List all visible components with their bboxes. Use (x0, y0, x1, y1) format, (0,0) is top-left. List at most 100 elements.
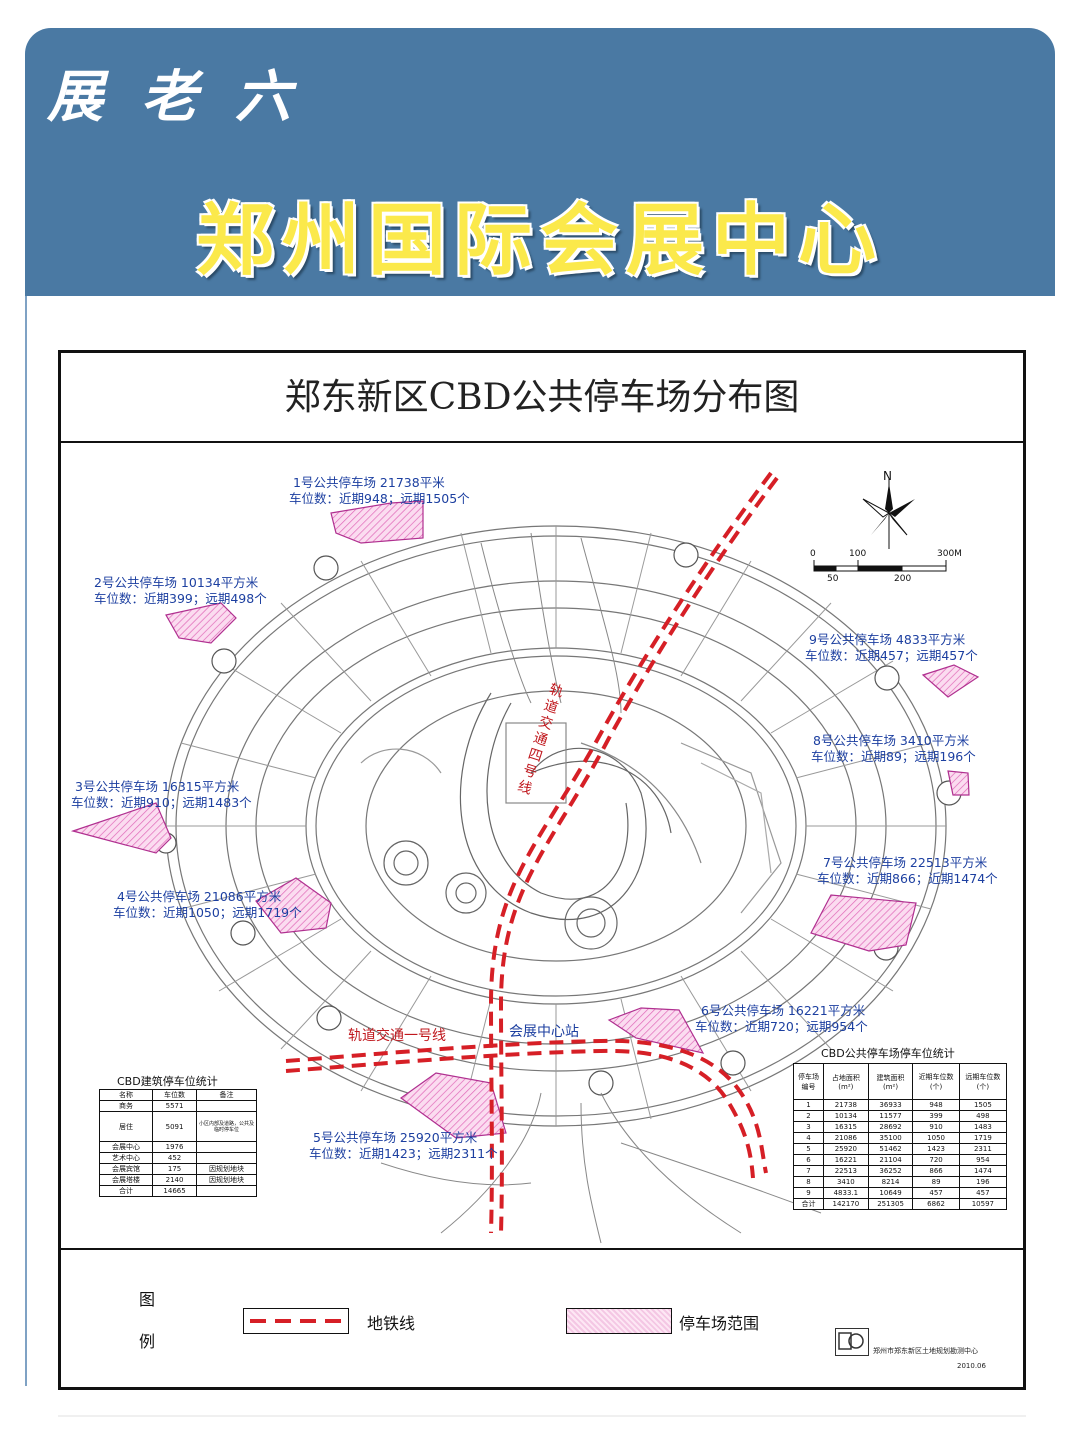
table-cell: 6 (793, 1154, 824, 1166)
parking-2-name: 2号公共停车场 10134平方米 (94, 575, 259, 590)
building-table: 名称 车位数 备注 商务 5571 居住 5091 小区内部及道路，公共及临时停… (98, 1089, 257, 1197)
parking-6-name: 6号公共停车场 16221平方米 (701, 1003, 866, 1018)
table-row: 商务 5571 (98, 1100, 257, 1112)
parking-5-label: 5号公共停车场 25920平方米 车位数：近期1423；远期2311个 (309, 1130, 498, 1162)
table-cell (196, 1100, 257, 1112)
table-cell: 498 (958, 1110, 1008, 1122)
scale-50: 50 (827, 574, 839, 584)
parking-8-name: 8号公共停车场 3410平方米 (813, 733, 970, 748)
table-cell: 2140 (152, 1174, 197, 1186)
table-cell: 720 (912, 1154, 960, 1166)
parking-7-spaces: 车位数：近期866；近期1474个 (817, 871, 998, 886)
compass-icon (862, 479, 915, 549)
table-header: 停车场编号 占地面积(m²) 建筑面积(m²) 近期车位数(个) 远期车位数(个… (793, 1063, 1008, 1100)
intersections (155, 542, 962, 1096)
table-cell: 3410 (823, 1176, 869, 1188)
table-cell: 会展宾馆 (98, 1163, 154, 1175)
table-cell (196, 1141, 257, 1153)
metro-legend-swatch (243, 1308, 349, 1334)
legend-head-2: 例 (139, 1332, 156, 1351)
parking-3-spaces: 车位数：近期910；远期1483个 (71, 795, 252, 810)
parking-7-label: 7号公共停车场 22513平方米 车位数：近期866；近期1474个 (817, 855, 998, 887)
table-cell: 954 (958, 1154, 1008, 1166)
parking-7 (810, 894, 917, 952)
table-cell: 1474 (958, 1165, 1008, 1177)
table-cell: 251305 (867, 1198, 914, 1210)
table-cell: 14665 (152, 1185, 197, 1197)
table-cell: 36933 (867, 1099, 914, 1111)
table-cell: 36252 (867, 1165, 914, 1177)
parking-1 (330, 500, 424, 544)
table-cell: 866 (912, 1165, 960, 1177)
table-cell: 3 (793, 1121, 824, 1133)
north-label: N (883, 469, 892, 483)
parking-5 (399, 1072, 507, 1139)
table-cell: 16315 (823, 1121, 869, 1133)
parking-1-name: 1号公共停车场 21738平米 (293, 475, 445, 490)
table-cell: 21738 (823, 1099, 869, 1111)
table-cell: 399 (912, 1110, 960, 1122)
table-cell: 8 (793, 1176, 824, 1188)
parking-9 (921, 664, 980, 698)
parking-2-label: 2号公共停车场 10134平方米 车位数：近期399；远期498个 (94, 575, 267, 607)
table-cell: 5571 (152, 1100, 197, 1112)
table-cell: 4833.1 (823, 1187, 869, 1199)
metro-line-1 (285, 1038, 768, 1179)
parking-6-spaces: 车位数：近期720；远期954个 (695, 1019, 868, 1034)
table-cell: 1976 (152, 1141, 197, 1153)
side-divider (25, 296, 27, 1386)
map-svg (70, 471, 980, 1244)
table-cell: 196 (958, 1176, 1008, 1188)
table-cell: 8214 (867, 1176, 914, 1188)
table-cell: 1719 (958, 1132, 1008, 1144)
parking-3-label: 3号公共停车场 16315平方米 车位数：近期910；远期1483个 (71, 779, 252, 811)
table-header: 名称 车位数 备注 (98, 1089, 257, 1101)
table-cell: 51462 (867, 1143, 914, 1155)
parking-legend-label: 停车场范围 (679, 1314, 760, 1333)
table-cell: 1 (793, 1099, 824, 1111)
radial-dividers (166, 526, 946, 1126)
central-district (360, 692, 782, 950)
table-cell: 因规划地块 (196, 1174, 257, 1186)
scale-0: 0 (810, 549, 816, 559)
parking-3-name: 3号公共停车场 16315平方米 (75, 779, 240, 794)
table-cell: 因规划地块 (196, 1163, 257, 1175)
header-banner: 展老六 郑州国际会展中心 (25, 28, 1055, 296)
table-row: 会展中心 1976 (98, 1141, 257, 1153)
table-cell: 1423 (912, 1143, 960, 1155)
parking-areas (70, 500, 980, 1139)
table-cell: 457 (912, 1187, 960, 1199)
table-cell: 4 (793, 1132, 824, 1144)
table-cell: 35100 (867, 1132, 914, 1144)
parking-4 (255, 877, 332, 934)
table-cell: 7 (793, 1165, 824, 1177)
table-cell: 合计 (98, 1185, 154, 1197)
parking-4-spaces: 车位数：近期1050；远期1719个 (113, 905, 302, 920)
metro-line-4 (488, 471, 779, 1234)
table-cell (196, 1152, 257, 1164)
table-cell: 商务 (98, 1100, 154, 1112)
table-cell: 1050 (912, 1132, 960, 1144)
table-cell: 452 (152, 1152, 197, 1164)
table-cell: 28692 (867, 1121, 914, 1133)
parking-4-label: 4号公共停车场 21086平方米 车位数：近期1050；远期1719个 (113, 889, 302, 921)
table-cell: 22513 (823, 1165, 869, 1177)
table-cell: 居住 (98, 1111, 154, 1142)
table-cell: 小区内部及道路，公共及临时停车位 (196, 1111, 257, 1142)
approach-roads (380, 532, 822, 1244)
table-cell: 停车场编号 (793, 1063, 824, 1100)
parking-5-name: 5号公共停车场 25920平方米 (313, 1130, 478, 1145)
scale-300m: 300M (937, 549, 962, 559)
parking-1-spaces: 车位数：近期948；远期1505个 (289, 491, 470, 506)
parking-9-label: 9号公共停车场 4833平方米 车位数：近期457；远期457个 (805, 632, 978, 664)
parking-2-spaces: 车位数：近期399；远期498个 (94, 591, 267, 606)
parking-legend-swatch (566, 1308, 672, 1334)
map-legend: 图 例 地铁线 停车场范围 郑州市郑东新区土地规划勘测中心 2010.06 (61, 1248, 1023, 1387)
